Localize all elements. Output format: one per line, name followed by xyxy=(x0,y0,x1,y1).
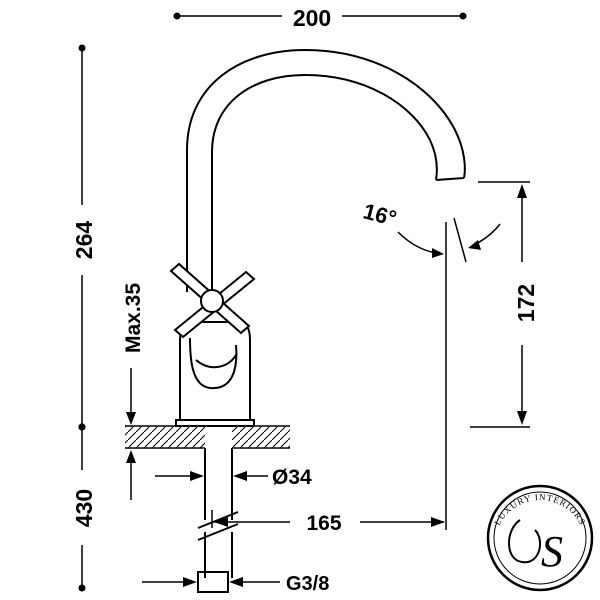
dimension-spout-height: 172 xyxy=(470,181,539,428)
faucet-body xyxy=(175,48,466,593)
spout-height-label: 172 xyxy=(513,284,539,322)
dimension-diameter: Ø34 xyxy=(155,466,312,489)
dimension-width-top: 200 xyxy=(173,5,467,31)
luxury-interiors-logo: LUXURY INTERIORS S xyxy=(486,484,594,592)
countertop-section xyxy=(125,425,290,449)
total-height-label: 264 xyxy=(71,221,97,260)
dimension-angle: 16° xyxy=(361,198,501,530)
diameter-label: Ø34 xyxy=(272,466,312,489)
thread-label: G3/8 xyxy=(286,573,329,595)
max-deck-label: Max.35 xyxy=(122,283,145,353)
logo-monogram: S xyxy=(541,527,563,576)
dimension-shank-length: 430 xyxy=(71,423,97,592)
dimension-max-deck: Max.35 xyxy=(122,283,145,500)
cross-handle xyxy=(169,262,256,339)
dimension-reach: 165 xyxy=(211,510,445,535)
dimension-total-height: 264 xyxy=(71,44,97,431)
angle-label: 16° xyxy=(361,198,400,231)
width-top-label: 200 xyxy=(293,5,331,31)
dimension-thread: G3/8 xyxy=(142,573,329,595)
reach-label: 165 xyxy=(306,512,341,535)
shank-length-label: 430 xyxy=(71,489,97,527)
